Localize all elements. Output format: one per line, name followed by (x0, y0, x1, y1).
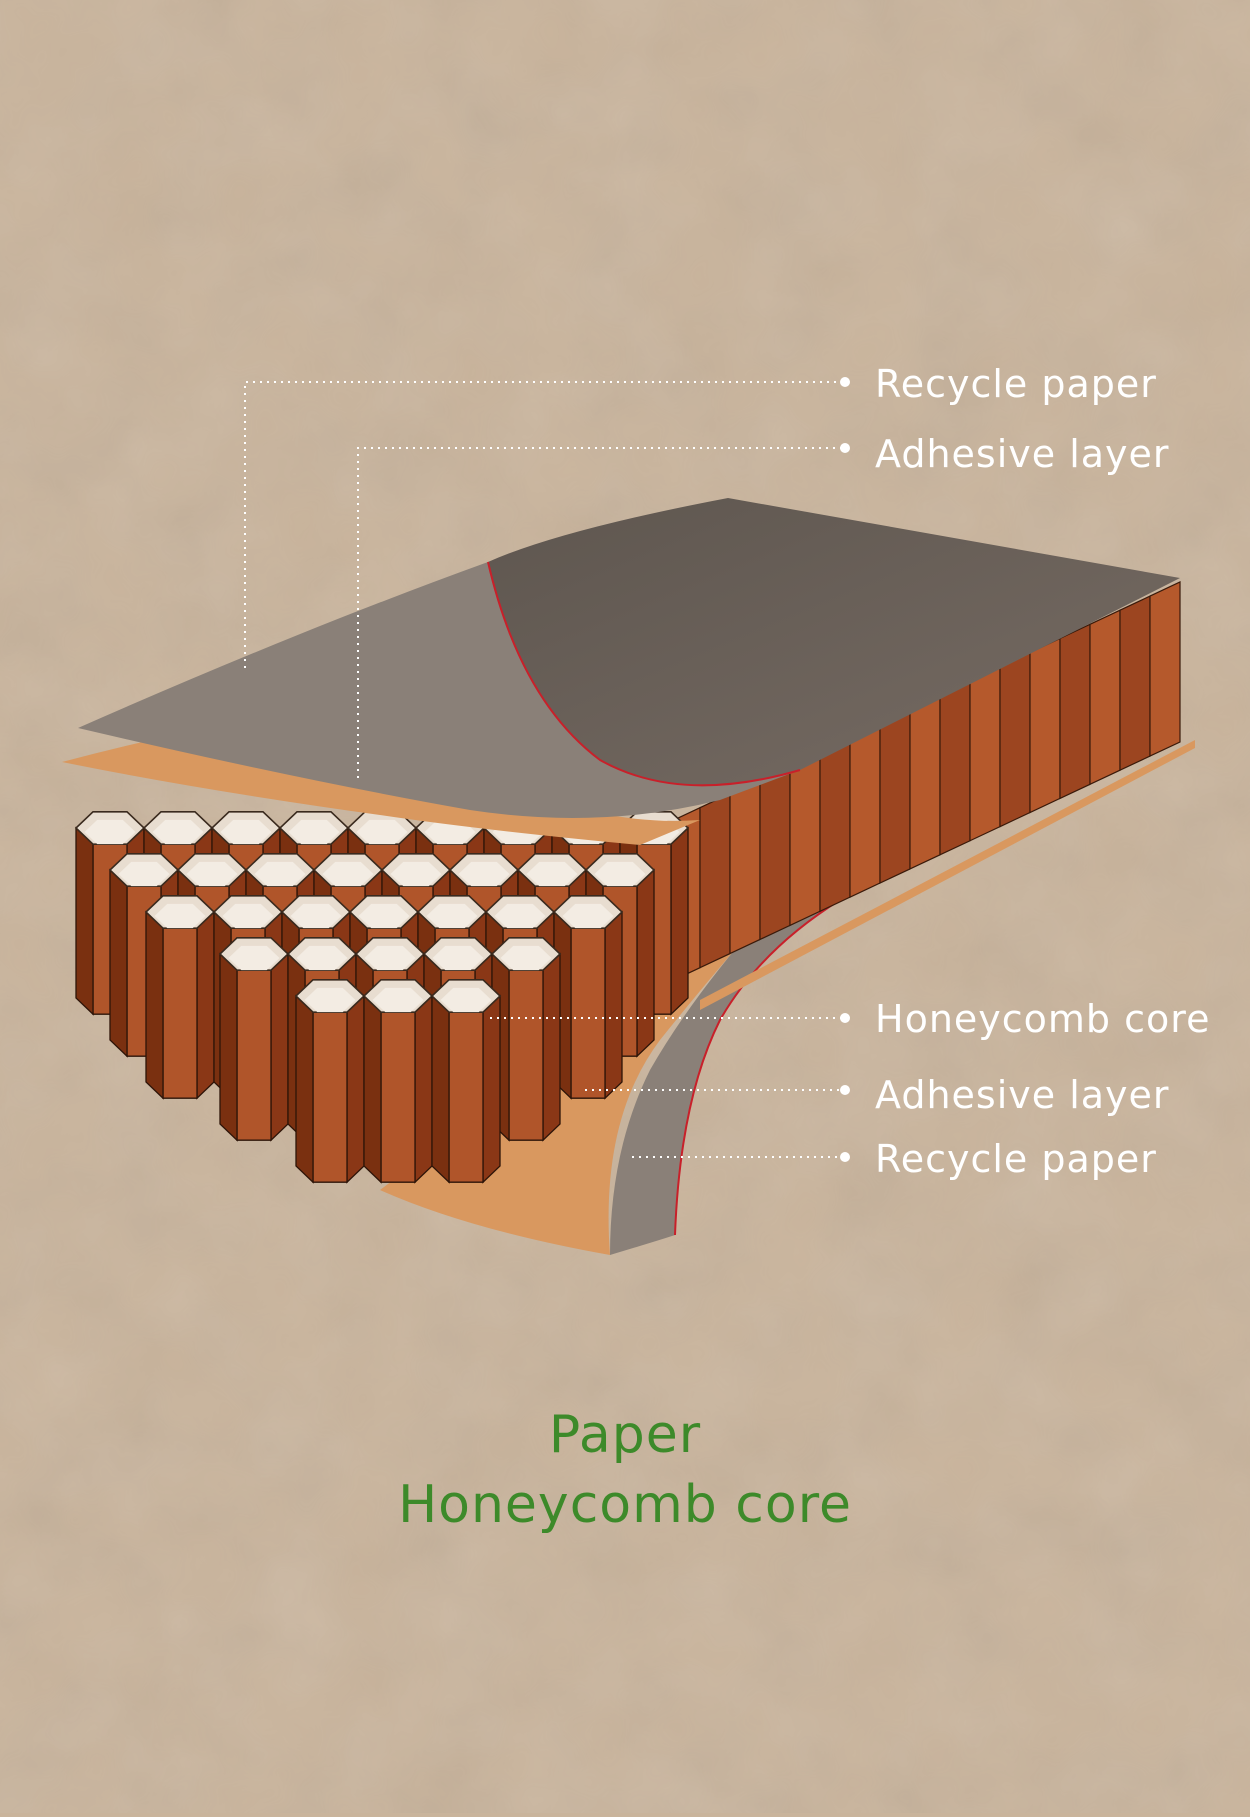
honeycomb-cell-wall (636, 868, 655, 1058)
honeycomb-cell-wall (219, 952, 238, 1142)
honeycomb-cell-wall (236, 969, 272, 1141)
honeycomb-cell-inner (222, 903, 274, 929)
honeycomb-cell-inner (288, 819, 340, 845)
side-wall-slat (789, 750, 821, 927)
honeycomb-cell-wall (312, 1011, 348, 1183)
side-wall-slat (699, 792, 731, 969)
honeycomb-cell-inner (440, 987, 492, 1013)
honeycomb-cell-inner (290, 903, 342, 929)
side-wall-slat (729, 778, 761, 955)
honeycomb-cell-wall (270, 952, 289, 1142)
honeycomb-cell-inner (220, 819, 272, 845)
honeycomb-cell-inner (364, 945, 416, 971)
honeycomb-cell-inner (494, 903, 546, 929)
honeycomb-cell-inner (526, 861, 578, 887)
side-wall-slat (759, 764, 791, 941)
title-line-2: Honeycomb core (398, 1475, 852, 1535)
honeycomb-cell-inner (118, 861, 170, 887)
honeycomb-cell-wall (604, 910, 623, 1100)
side-wall-slat (1119, 595, 1151, 772)
honeycomb-cell-inner (432, 945, 484, 971)
honeycomb-cell-inner (152, 819, 204, 845)
side-wall-slat (1149, 581, 1181, 758)
bottom-cut-line (674, 899, 841, 1236)
label-bottom-adhesive-layer: Adhesive layer (875, 1073, 1170, 1117)
honeycomb-front-cells (74, 811, 690, 1184)
honeycomb-cell-inner (356, 819, 408, 845)
honeycomb-cell-inner (390, 861, 442, 887)
leader-top-adhesive-layer (357, 447, 845, 778)
label-honeycomb-core: Honeycomb core (875, 997, 1211, 1041)
honeycomb-cell-wall (295, 994, 314, 1184)
top-recycle-paper-peeled (78, 562, 800, 818)
honeycomb-cell-wall (145, 910, 164, 1100)
honeycomb-cell-inner (458, 861, 510, 887)
honeycomb-cell-wall (380, 1011, 416, 1183)
honeycomb-cell-wall (508, 969, 544, 1141)
side-wall-slat (969, 665, 1001, 842)
honeycomb-cell-wall (482, 994, 501, 1184)
top-recycle-paper-flat (488, 498, 1180, 786)
bottom-recycle-paper-shape (610, 900, 840, 1255)
honeycomb-cell-wall (448, 1011, 484, 1183)
leader-dot (840, 1013, 850, 1023)
side-wall-slat (879, 708, 911, 884)
honeycomb-cell-wall (162, 927, 198, 1099)
side-wall-slat (819, 736, 851, 913)
side-wall-slat (1029, 637, 1061, 814)
label-bottom-recycle-paper: Recycle paper (875, 1137, 1157, 1181)
honeycomb-cell-wall (346, 994, 365, 1184)
honeycomb-cell-wall (414, 994, 433, 1184)
honeycomb-cell-wall (363, 994, 382, 1184)
honeycomb-cell-inner (304, 987, 356, 1013)
side-wall-slat (1089, 609, 1121, 786)
honeycomb-cell-inner (254, 861, 306, 887)
honeycomb-cell-wall (109, 868, 128, 1058)
leader-dots (840, 377, 850, 1162)
honeycomb-cell-wall (670, 826, 689, 1016)
leader-lines (244, 381, 845, 1158)
honeycomb-cell-inner (358, 903, 410, 929)
leader-dot (840, 377, 850, 387)
panel-base-strip (700, 740, 1195, 1010)
side-wall-slat (1059, 623, 1091, 800)
leader-dot (840, 443, 850, 453)
honeycomb-cell-wall (196, 910, 215, 1100)
leader-dot (840, 1085, 850, 1095)
honeycomb-cell-inner (186, 861, 238, 887)
honeycomb-cell-wall (542, 952, 561, 1142)
honeycomb-cell-inner (372, 987, 424, 1013)
honeycomb-cell-inner (84, 819, 136, 845)
honeycomb-cell-inner (594, 861, 646, 887)
label-top-adhesive-layer: Adhesive layer (875, 432, 1170, 476)
honeycomb-cell-inner (154, 903, 206, 929)
label-top-recycle-paper: Recycle paper (875, 362, 1157, 406)
honeycomb-side-wall (609, 581, 1181, 1011)
title-line-1: Paper (548, 1405, 702, 1465)
honeycomb-cell-inner (322, 861, 374, 887)
leader-dot (840, 1152, 850, 1162)
honeycomb-cell-wall (570, 927, 606, 1099)
side-wall-slat (909, 693, 941, 870)
side-wall-slat (939, 679, 971, 856)
honeycomb-cell-inner (562, 903, 614, 929)
honeycomb-cell-inner (500, 945, 552, 971)
side-wall-slat (999, 651, 1031, 828)
top-cut-line (487, 561, 801, 787)
honeycomb-cell-wall (431, 994, 450, 1184)
leader-top-recycle-paper (244, 381, 845, 668)
side-wall-slat (849, 722, 881, 899)
honeycomb-cell-wall (75, 826, 94, 1016)
honeycomb-cell-inner (296, 945, 348, 971)
honeycomb-cell-inner (426, 903, 478, 929)
honeycomb-cell-inner (228, 945, 280, 971)
